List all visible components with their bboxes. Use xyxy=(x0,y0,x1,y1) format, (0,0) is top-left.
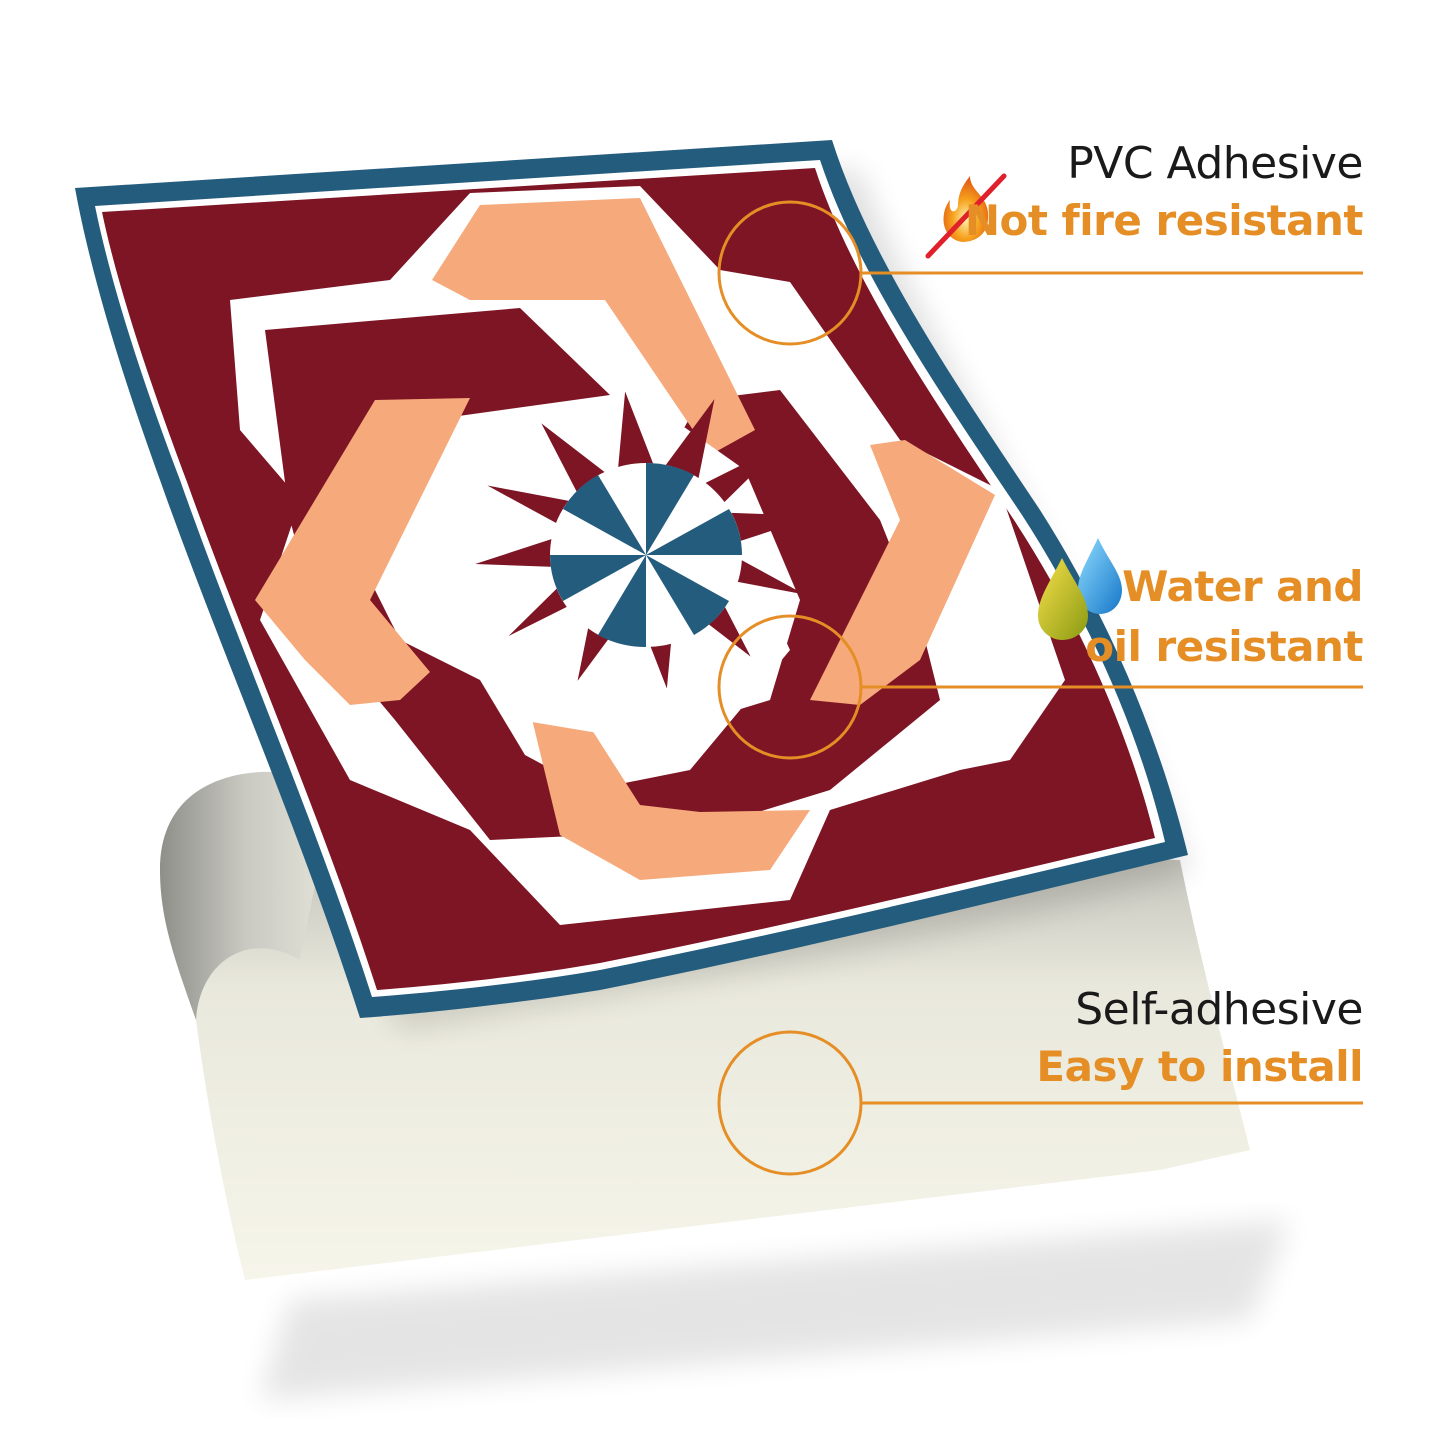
callout-adhesive xyxy=(717,1030,1363,1176)
feature-water-oil: Water and oil resistant xyxy=(1085,566,1363,668)
water-oil-drops-icon xyxy=(1038,538,1122,640)
fire-crossed-out-icon xyxy=(925,173,1007,259)
feature-title: Self-adhesive xyxy=(1075,984,1363,1035)
feature-self-adhesive: Self-adhesive Easy to install xyxy=(1036,988,1363,1088)
feature-subtitle: Easy to install xyxy=(1036,1042,1363,1091)
feature-title: PVC Adhesive xyxy=(1067,138,1363,189)
feature-fire: PVC Adhesive Not fire resistant xyxy=(964,138,1364,245)
feature-subtitle: Not fire resistant xyxy=(964,196,1364,245)
backing-curl xyxy=(160,771,330,1020)
callout-water xyxy=(717,614,1363,760)
tile-medallion xyxy=(550,462,742,648)
feature-subtitle: oil resistant xyxy=(1085,622,1363,671)
backing-shadow xyxy=(260,1220,1290,1400)
feature-title: Water and xyxy=(1122,562,1363,611)
tile-inner-frame xyxy=(265,308,940,840)
tile-peach-left xyxy=(255,398,470,705)
tile-peach-top xyxy=(432,198,755,455)
tile-peach-bottom xyxy=(525,680,810,880)
callout-fire xyxy=(717,200,1363,346)
tile-peach-right xyxy=(810,440,995,705)
